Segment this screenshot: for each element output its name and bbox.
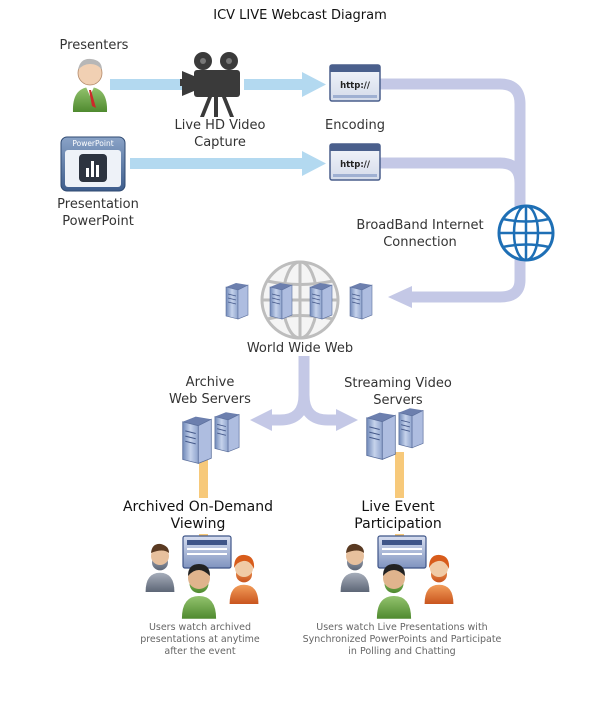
www-arrow-head xyxy=(388,286,412,308)
encoder2-to-internet-pipe xyxy=(380,157,526,184)
world-wide-web-label: World Wide Web xyxy=(246,341,354,356)
live-caption: Users watch Live Presentations with Sync… xyxy=(302,622,502,657)
server-icon xyxy=(225,282,249,320)
presenters-label: Presenters xyxy=(60,38,129,53)
encoder-url-text: http:// xyxy=(340,81,371,91)
encoder-url-text: http:// xyxy=(340,160,371,170)
film-camera-icon xyxy=(180,52,240,117)
globe-icon xyxy=(497,204,555,262)
laptop-icon xyxy=(377,535,427,569)
encoder-arrow-head-top xyxy=(302,72,326,97)
powerpoint-badge-text: PowerPoint xyxy=(72,139,113,148)
camera-to-encoder-flow xyxy=(244,79,304,90)
server-icon xyxy=(214,411,240,453)
powerpoint-app-icon: PowerPoint xyxy=(60,136,126,192)
server-icon xyxy=(309,282,333,320)
broadband-label: BroadBand Internet Connection xyxy=(356,218,484,250)
server-icon xyxy=(398,407,424,449)
browser-window-icon: http:// xyxy=(329,143,381,181)
powerpoint-to-encoder-flow xyxy=(130,158,304,169)
presentation-label: Presentation PowerPoint xyxy=(57,197,139,229)
split-to-streaming xyxy=(298,394,340,426)
streaming-servers-label: Streaming Video Servers xyxy=(344,376,452,408)
presenter-to-camera-flow xyxy=(110,79,190,90)
archive-server-link xyxy=(199,460,208,498)
archived-viewing-label: Archived On-Demand Viewing xyxy=(122,499,274,532)
user-group-icon xyxy=(340,535,454,619)
encoder-to-internet-pipe xyxy=(380,78,526,303)
archived-caption: Users watch archived presentations at an… xyxy=(140,622,260,657)
browser-window-icon: http:// xyxy=(329,64,381,102)
archive-servers-label: Archive Web Servers xyxy=(169,375,251,407)
server-icon xyxy=(349,282,373,320)
laptop-icon xyxy=(182,535,232,569)
encoding-label: Encoding xyxy=(325,118,385,133)
user-group-icon xyxy=(145,535,259,619)
archive-arrow-head xyxy=(250,409,272,431)
streaming-arrow-head xyxy=(336,409,358,431)
server-icon xyxy=(366,412,396,460)
video-capture-label: Live HD Video Capture xyxy=(174,118,266,150)
encoder-arrow-head-bottom xyxy=(302,151,326,176)
server-icon xyxy=(182,416,212,464)
server-icon xyxy=(269,282,293,320)
live-participation-label: Live Event Participation xyxy=(354,499,442,532)
diagram-title: ICV LIVE Webcast Diagram xyxy=(213,8,387,23)
presenter-avatar-icon xyxy=(72,58,108,112)
streaming-server-link xyxy=(395,452,404,498)
